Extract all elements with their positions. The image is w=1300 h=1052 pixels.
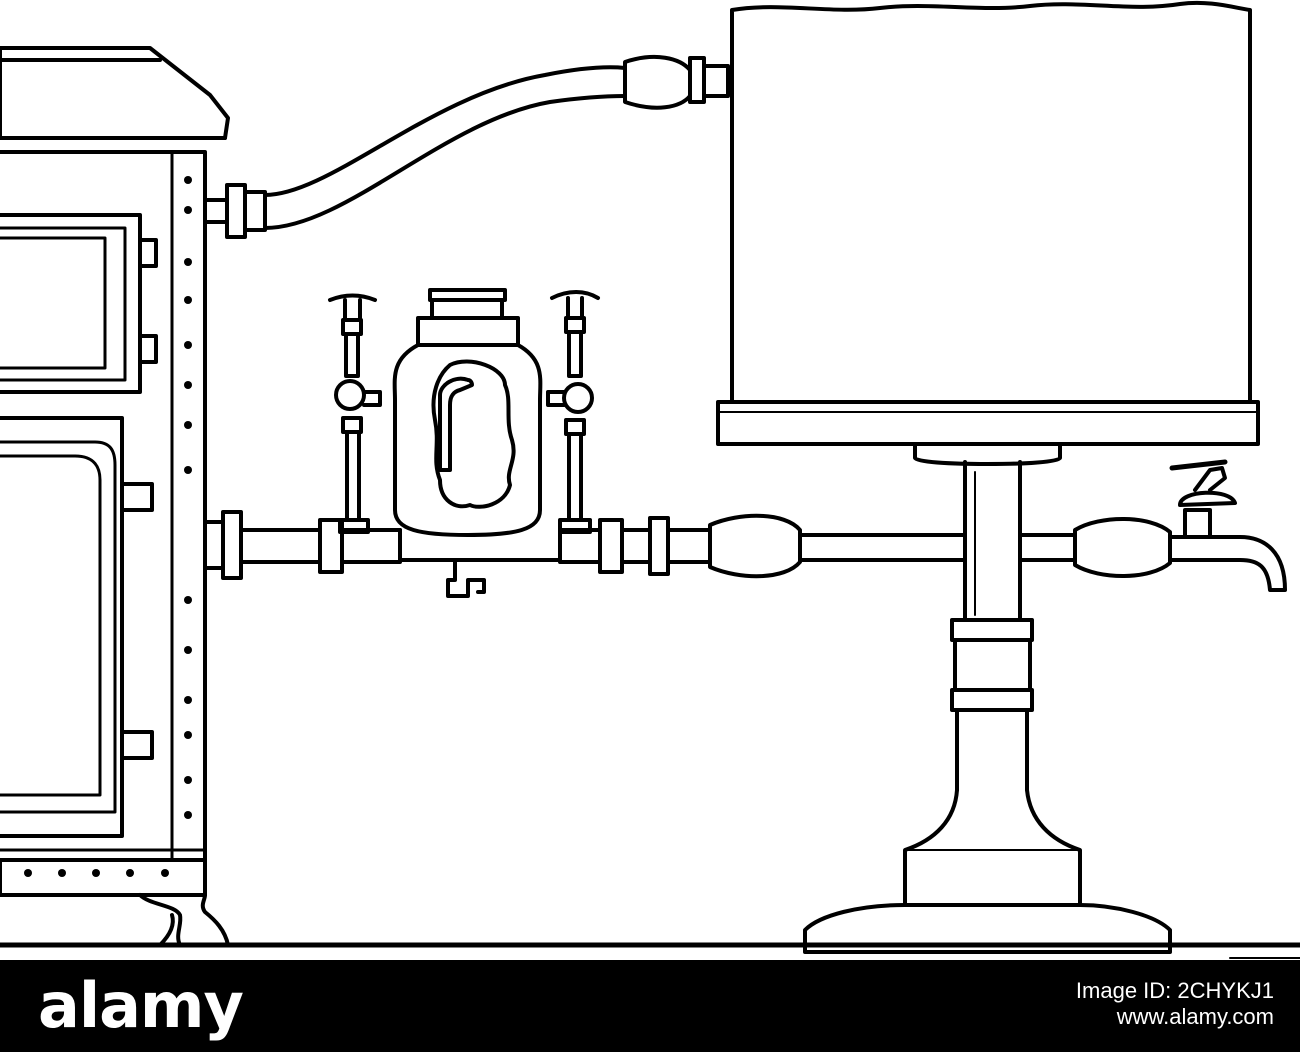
- upper-hose: [265, 67, 625, 195]
- stove-upper-door: [0, 215, 156, 392]
- sediment-chamber: [330, 290, 598, 596]
- left-valve: [330, 296, 380, 533]
- stock-image-id: Image ID: 2CHYKJ1: [1075, 978, 1274, 1003]
- hot-water-system-illustration: [0, 0, 1300, 960]
- tank-pedestal-cap: [915, 444, 1060, 464]
- faucet-handle: [1172, 462, 1235, 537]
- lower-union: [710, 516, 800, 576]
- tank-pedestal-foot: [805, 905, 1170, 952]
- drain-cock: [448, 560, 484, 596]
- stove-lower-door: [0, 418, 152, 836]
- lower-pipe: [205, 462, 1285, 590]
- tank-pedestal-column: [965, 462, 1020, 620]
- stove-top: [0, 48, 228, 138]
- upper-connecting-pipe: [205, 57, 728, 237]
- tank-base-band: [718, 402, 1258, 444]
- stove-base: [0, 860, 205, 895]
- water-tank: [718, 3, 1258, 952]
- chamber-cap: [430, 290, 505, 300]
- stock-site-url: www.alamy.com: [1116, 1004, 1274, 1029]
- stove-rivets: [24, 176, 192, 877]
- upper-union: [625, 57, 690, 108]
- alamy-logo: alamy: [38, 969, 244, 1042]
- stove-foot: [140, 895, 228, 945]
- stove-body: [0, 152, 205, 860]
- chamber-body: [395, 345, 541, 535]
- tank-body: [732, 3, 1250, 402]
- faucet-union: [1075, 519, 1170, 576]
- tank-pedestal-flare: [905, 790, 1080, 905]
- stock-image-info: Image ID: 2CHYKJ1 www.alamy.com: [1076, 978, 1274, 1030]
- stove: [0, 48, 228, 945]
- stock-watermark-banner: alamy Image ID: 2CHYKJ1 www.alamy.com: [0, 960, 1300, 1052]
- chamber-cutaway: [433, 362, 513, 507]
- right-valve: [548, 292, 598, 532]
